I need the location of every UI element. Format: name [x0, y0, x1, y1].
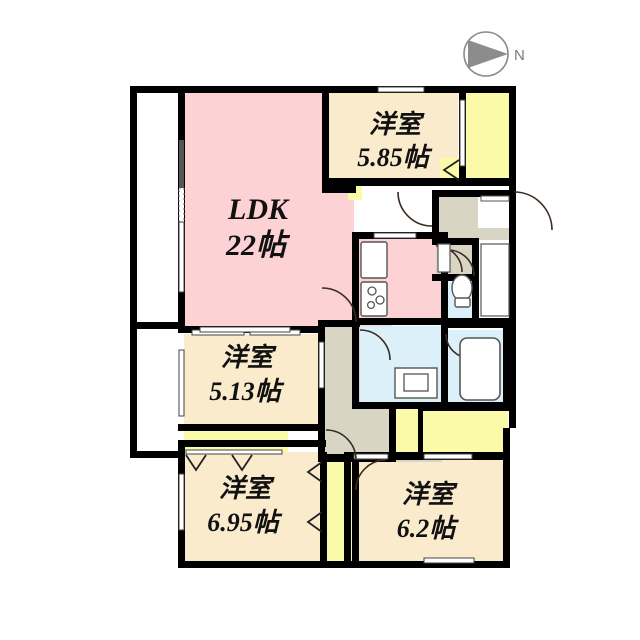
label-ldk-size: 22帖	[225, 229, 291, 262]
room-labels: LDK 22帖 洋室 5.85帖 洋室 5.13帖 洋室 6.95帖 洋室 6.…	[207, 110, 459, 543]
closet-62-top-fill	[422, 408, 508, 454]
door-ldk-kitchen[interactable]	[321, 287, 357, 323]
bathtub	[459, 337, 501, 401]
label-bedroom513-size: 5.13帖	[209, 377, 285, 406]
wall-kitchen-bottom	[352, 318, 448, 325]
closet-585-fill	[466, 92, 510, 184]
kitchen-sink	[360, 241, 388, 279]
balcony-lower	[136, 330, 184, 452]
wall-washroom-right	[441, 324, 448, 408]
wall-top-left-balcony	[130, 86, 190, 93]
compass-needle-icon	[468, 40, 508, 68]
bedroom-513-fill	[184, 334, 318, 426]
wall-closet585-right	[509, 92, 516, 190]
label-ldk-name: LDK	[227, 193, 290, 226]
wall-kitchen-left	[352, 232, 359, 324]
window-bedroom-695	[178, 473, 185, 531]
wall-washroom-left	[352, 324, 359, 408]
label-bedroom62-name: 洋室	[402, 480, 458, 509]
opening-ldk-bottom[interactable]	[199, 326, 291, 333]
openings	[178, 86, 475, 564]
closet-marker-695-top-b	[231, 454, 253, 472]
door-bedroom-62[interactable]	[355, 459, 387, 491]
wall-closet62-top	[418, 404, 510, 411]
ldk-fill-right	[322, 186, 354, 332]
washing-machine	[394, 367, 438, 399]
closet-marker-695-right-b	[306, 511, 323, 533]
sliding-door-bedroom-513[interactable]	[178, 349, 185, 417]
label-bedroom585-name: 洋室	[369, 110, 425, 139]
label-bedroom62-size: 6.2帖	[397, 514, 460, 543]
wall-balcony-bottom	[130, 451, 185, 458]
wall-toilet-bottom	[441, 318, 513, 328]
label-bedroom585-size: 5.85帖	[357, 143, 433, 172]
door-ldk-hall[interactable]	[397, 191, 433, 227]
room-fills	[136, 92, 514, 562]
wall-corridor-right-a	[389, 404, 396, 462]
closet-marker-695-top-a	[185, 454, 207, 472]
entrance-door[interactable]	[513, 191, 553, 231]
window-bedroom62-bottom	[423, 557, 475, 564]
closet-marker-585	[442, 159, 460, 181]
wall-toilet-right	[472, 280, 479, 326]
wall-hall-ldk-div	[318, 320, 360, 327]
closet-695-right-fill	[326, 460, 356, 562]
kitchen-stove	[360, 281, 388, 317]
wall-toilet-left	[441, 246, 448, 326]
wall-bedroom513-bottom	[178, 424, 322, 431]
wall-balcony-mid	[130, 322, 185, 329]
window-bedroom585-top	[377, 86, 425, 93]
wall-washroom-bottom	[352, 402, 448, 409]
wall-outer-left	[130, 86, 137, 458]
fixtures	[360, 195, 510, 401]
wall-bedroom695-right	[320, 452, 327, 564]
window-closet585-right	[459, 99, 466, 167]
storage-unit-right	[480, 243, 510, 317]
wall-entrance-left	[432, 190, 439, 244]
wall-bathroom-right	[503, 324, 510, 410]
wall-right-entrance	[509, 186, 516, 230]
window-bedroom62-left-door	[353, 453, 389, 460]
window-bedroom62-top	[423, 453, 473, 460]
wall-entrance-top	[436, 190, 516, 197]
wall-closet-corridor-div	[418, 404, 423, 454]
closet-corridor-fill	[392, 408, 418, 454]
wall-bedroom695-top	[178, 440, 326, 447]
wall-bedroom585-bottom	[328, 178, 466, 186]
wall-kitchen-ldk-div	[322, 186, 356, 193]
closet-markers	[185, 159, 460, 533]
wall-entrance-right	[472, 238, 479, 280]
compass-label: N	[514, 47, 525, 64]
door-washroom[interactable]	[359, 329, 391, 361]
wall-closet695-right	[352, 452, 359, 564]
window-kitchen-top	[373, 232, 417, 239]
wall-top-ldk	[184, 86, 330, 93]
wall-ldk-right-upper	[322, 92, 329, 188]
label-bedroom695-name: 洋室	[219, 474, 275, 503]
door-toilet[interactable]	[447, 249, 475, 277]
sliding-door-ldk[interactable]	[178, 140, 185, 293]
wall-right-lower	[503, 428, 510, 568]
wall-closet585-bottom	[459, 178, 514, 186]
closet-marker-695-right-a	[306, 461, 323, 483]
wall-entrance-bottom-a	[432, 238, 478, 245]
storage-shelf-upper	[480, 195, 510, 202]
bedroom-585-fill	[328, 92, 458, 184]
balcony-upper	[136, 92, 184, 322]
bedroom-62-fill	[348, 458, 506, 562]
door-bedroom-513[interactable]	[325, 429, 357, 461]
toilet-bowl	[451, 274, 473, 308]
ldk-fill-extend	[184, 92, 324, 332]
wall-genkan-bottom	[432, 274, 478, 281]
bedroom-695-fill	[184, 452, 320, 562]
compass-rose: N	[463, 31, 525, 77]
window-bedroom513-right	[318, 341, 325, 389]
shoe-box	[437, 243, 451, 273]
label-bedroom513-name: 洋室	[221, 343, 277, 372]
label-bedroom695-size: 6.95帖	[207, 508, 283, 537]
window-closet695-bottom	[185, 449, 283, 455]
wall-bottom	[178, 561, 510, 568]
wall-bedroom62-left	[344, 452, 351, 564]
